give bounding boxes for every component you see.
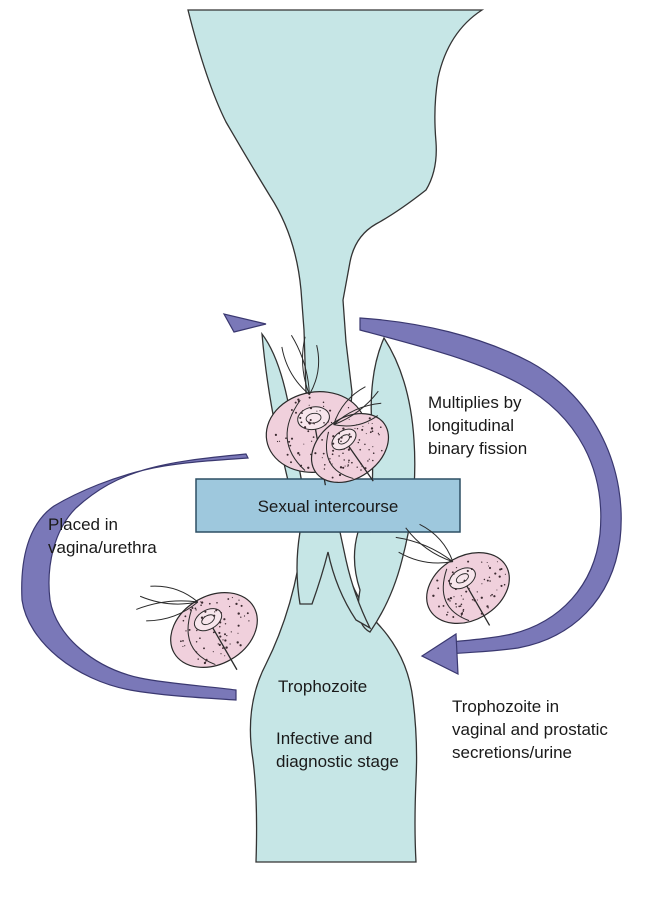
arrowhead-bottom (422, 634, 458, 674)
secretions-label: Trophozoite in vaginal and prostatic sec… (452, 697, 613, 762)
placed-label: Placed in vagina/urethra (48, 515, 157, 557)
multiplies-label: Multiplies by longitudinal binary fissio… (428, 393, 527, 458)
arrowhead-top (224, 314, 266, 332)
infective-trophozoite (136, 578, 271, 683)
trophozoite-label: Trophozoite (278, 677, 367, 696)
trophozoite-in-secretions (396, 524, 522, 637)
sexual-intercourse-label: Sexual intercourse (258, 497, 399, 516)
